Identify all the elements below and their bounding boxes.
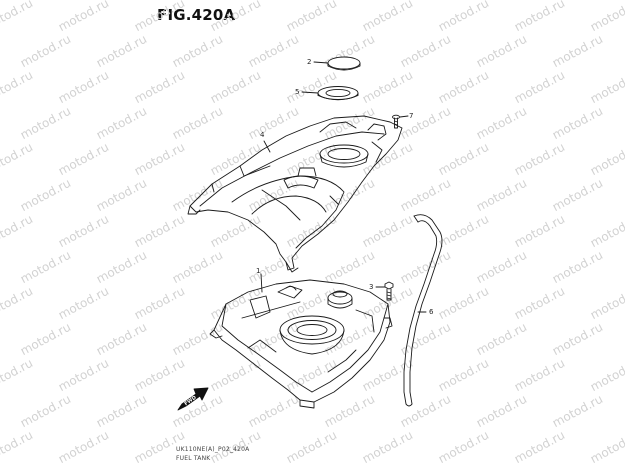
part-1-fuel-tank xyxy=(209,279,393,409)
leader-1 xyxy=(260,273,263,293)
part-4-cover xyxy=(187,115,403,273)
callout-2: 2 xyxy=(307,58,312,66)
footer-caption: FUEL TANK xyxy=(176,455,211,462)
part-3-bolt xyxy=(384,281,394,301)
callout-3: 3 xyxy=(369,283,374,291)
part-2-cap xyxy=(327,56,361,71)
leader-4 xyxy=(263,140,271,153)
forward-arrow-icon xyxy=(177,387,209,411)
callout-5: 5 xyxy=(295,88,300,96)
leader-2 xyxy=(313,61,329,64)
footer-code: UK110NE(A)_P02_420A xyxy=(176,446,250,453)
leader-5 xyxy=(301,91,319,94)
callout-1: 1 xyxy=(256,267,261,275)
part-5-gasket xyxy=(317,86,359,101)
leader-7 xyxy=(399,115,409,118)
callout-7: 7 xyxy=(409,112,414,120)
part-6-breather-hose xyxy=(403,214,443,407)
callout-4: 4 xyxy=(260,131,265,139)
figure-title: FIG.420A xyxy=(157,6,236,24)
callout-6: 6 xyxy=(429,308,434,316)
